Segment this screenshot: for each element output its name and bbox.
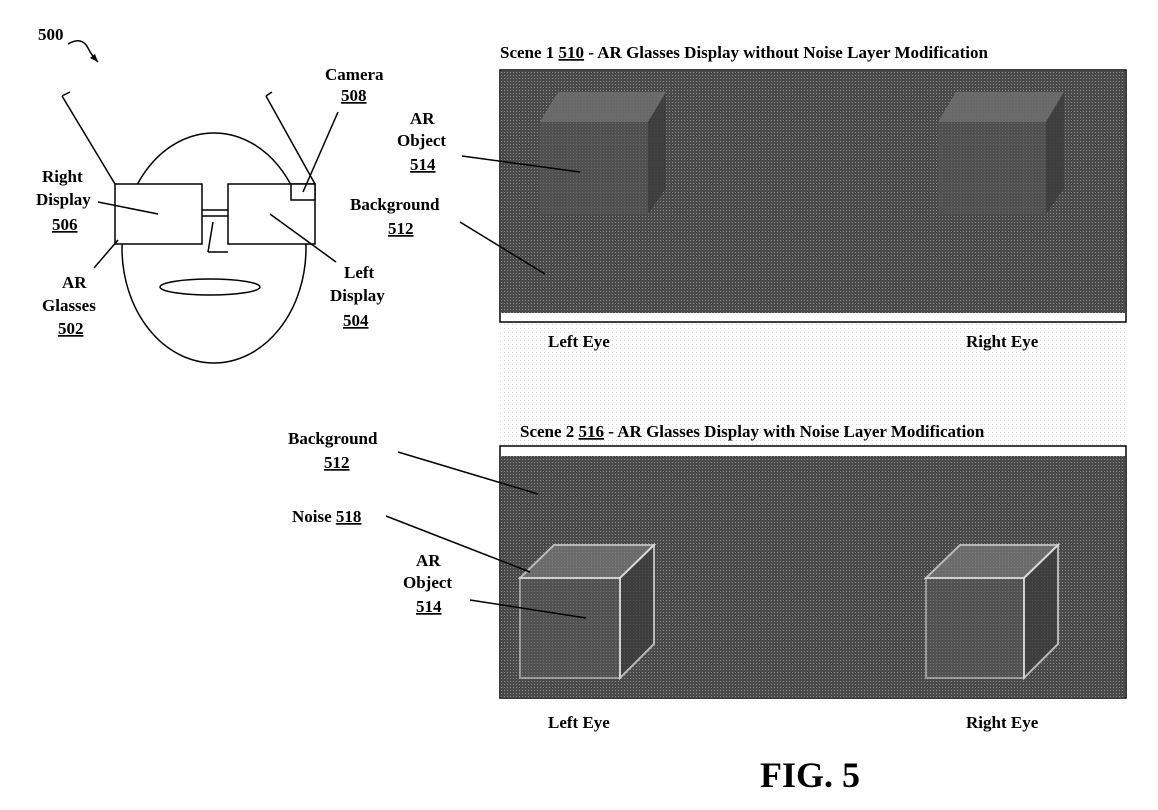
scene2-left-cube-front bbox=[519, 577, 621, 679]
scene2-left-ar-object bbox=[517, 542, 657, 681]
ar-glasses-label-2: Glasses bbox=[42, 296, 96, 315]
right-display-label-2: Display bbox=[36, 190, 91, 209]
scene2-right-eye: Right Eye bbox=[966, 713, 1039, 732]
left-temple-arm bbox=[265, 95, 316, 185]
scene1-right-eye: Right Eye bbox=[966, 332, 1039, 351]
scene2-right-ar-object bbox=[923, 542, 1061, 681]
left-display-label-2: Display bbox=[330, 286, 385, 305]
scene2-background-ref: 512 bbox=[324, 453, 350, 472]
scene1-left-eye: Left Eye bbox=[548, 332, 610, 351]
right-display-ref: 506 bbox=[52, 215, 78, 234]
camera-label: Camera bbox=[325, 65, 384, 84]
scene2-right-cube-side bbox=[1023, 542, 1059, 681]
scene1-right-cube-front bbox=[938, 122, 1046, 214]
camera-ref: 508 bbox=[341, 86, 367, 105]
ar-glasses-label-1: AR bbox=[62, 273, 87, 292]
scene1-right-cube-side bbox=[1046, 92, 1064, 214]
scene1-left-cube-side bbox=[648, 92, 666, 214]
scene2-left-eye: Left Eye bbox=[548, 713, 610, 732]
scene2-background-leader bbox=[397, 451, 539, 495]
scene2-noise-label: Noise 518 bbox=[292, 507, 361, 526]
scene2-background-label: Background bbox=[288, 429, 378, 448]
head-outline bbox=[121, 132, 307, 364]
figure-ref-arrowhead bbox=[90, 54, 98, 62]
scene1-left-cube-front bbox=[540, 122, 648, 214]
ar-glasses-leader bbox=[93, 239, 119, 269]
scene2-left-cube-side bbox=[619, 542, 655, 681]
scene2-right-cube-front bbox=[925, 577, 1025, 679]
scene2-title: Scene 2 516 - AR Glasses Display with No… bbox=[520, 422, 985, 441]
mouth bbox=[159, 278, 261, 296]
camera-leader bbox=[302, 111, 339, 193]
left-display-ref: 504 bbox=[343, 311, 369, 330]
right-temple-tip bbox=[61, 91, 71, 97]
scene1-background-leader bbox=[459, 221, 546, 275]
left-display-label-1: Left bbox=[344, 263, 375, 282]
scene1-ar-object-label-2: Object bbox=[397, 131, 446, 150]
right-temple-arm bbox=[61, 95, 116, 185]
scene1-left-ar-object bbox=[540, 92, 666, 214]
scene2-ar-object-label-2: Object bbox=[403, 573, 452, 592]
scene1-background-ref: 512 bbox=[388, 219, 414, 238]
scene2-ar-object-label-1: AR bbox=[416, 551, 441, 570]
scene1-ar-object-label-1: AR bbox=[410, 109, 435, 128]
scene2-ar-object-ref: 514 bbox=[416, 597, 442, 616]
scene-gap-texture bbox=[500, 322, 1126, 446]
scene1-title: Scene 1 510 - AR Glasses Display without… bbox=[500, 43, 989, 62]
scene2-ar-object-leader bbox=[469, 599, 587, 619]
figure-caption: FIG. 5 bbox=[760, 755, 860, 795]
left-temple-tip bbox=[265, 91, 273, 97]
scene2-noise-leader bbox=[385, 515, 531, 573]
ar-glasses-ref: 502 bbox=[58, 319, 84, 338]
scene1-background-label: Background bbox=[350, 195, 440, 214]
left-display-leader bbox=[269, 213, 337, 263]
scene1-right-ar-object bbox=[938, 92, 1064, 214]
scene1-left-cube-top bbox=[540, 92, 666, 122]
right-display-label-1: Right bbox=[42, 167, 83, 186]
figure-ref-label: 500 bbox=[38, 25, 64, 44]
head-illustration bbox=[61, 91, 316, 364]
right-display-leader bbox=[97, 201, 159, 215]
scene1-ar-object-ref: 514 bbox=[410, 155, 436, 174]
scene1-ar-object-leader bbox=[461, 155, 581, 173]
scene1-right-cube-top bbox=[938, 92, 1064, 122]
right-display-lens bbox=[114, 183, 203, 245]
nose-line-1 bbox=[207, 221, 214, 253]
